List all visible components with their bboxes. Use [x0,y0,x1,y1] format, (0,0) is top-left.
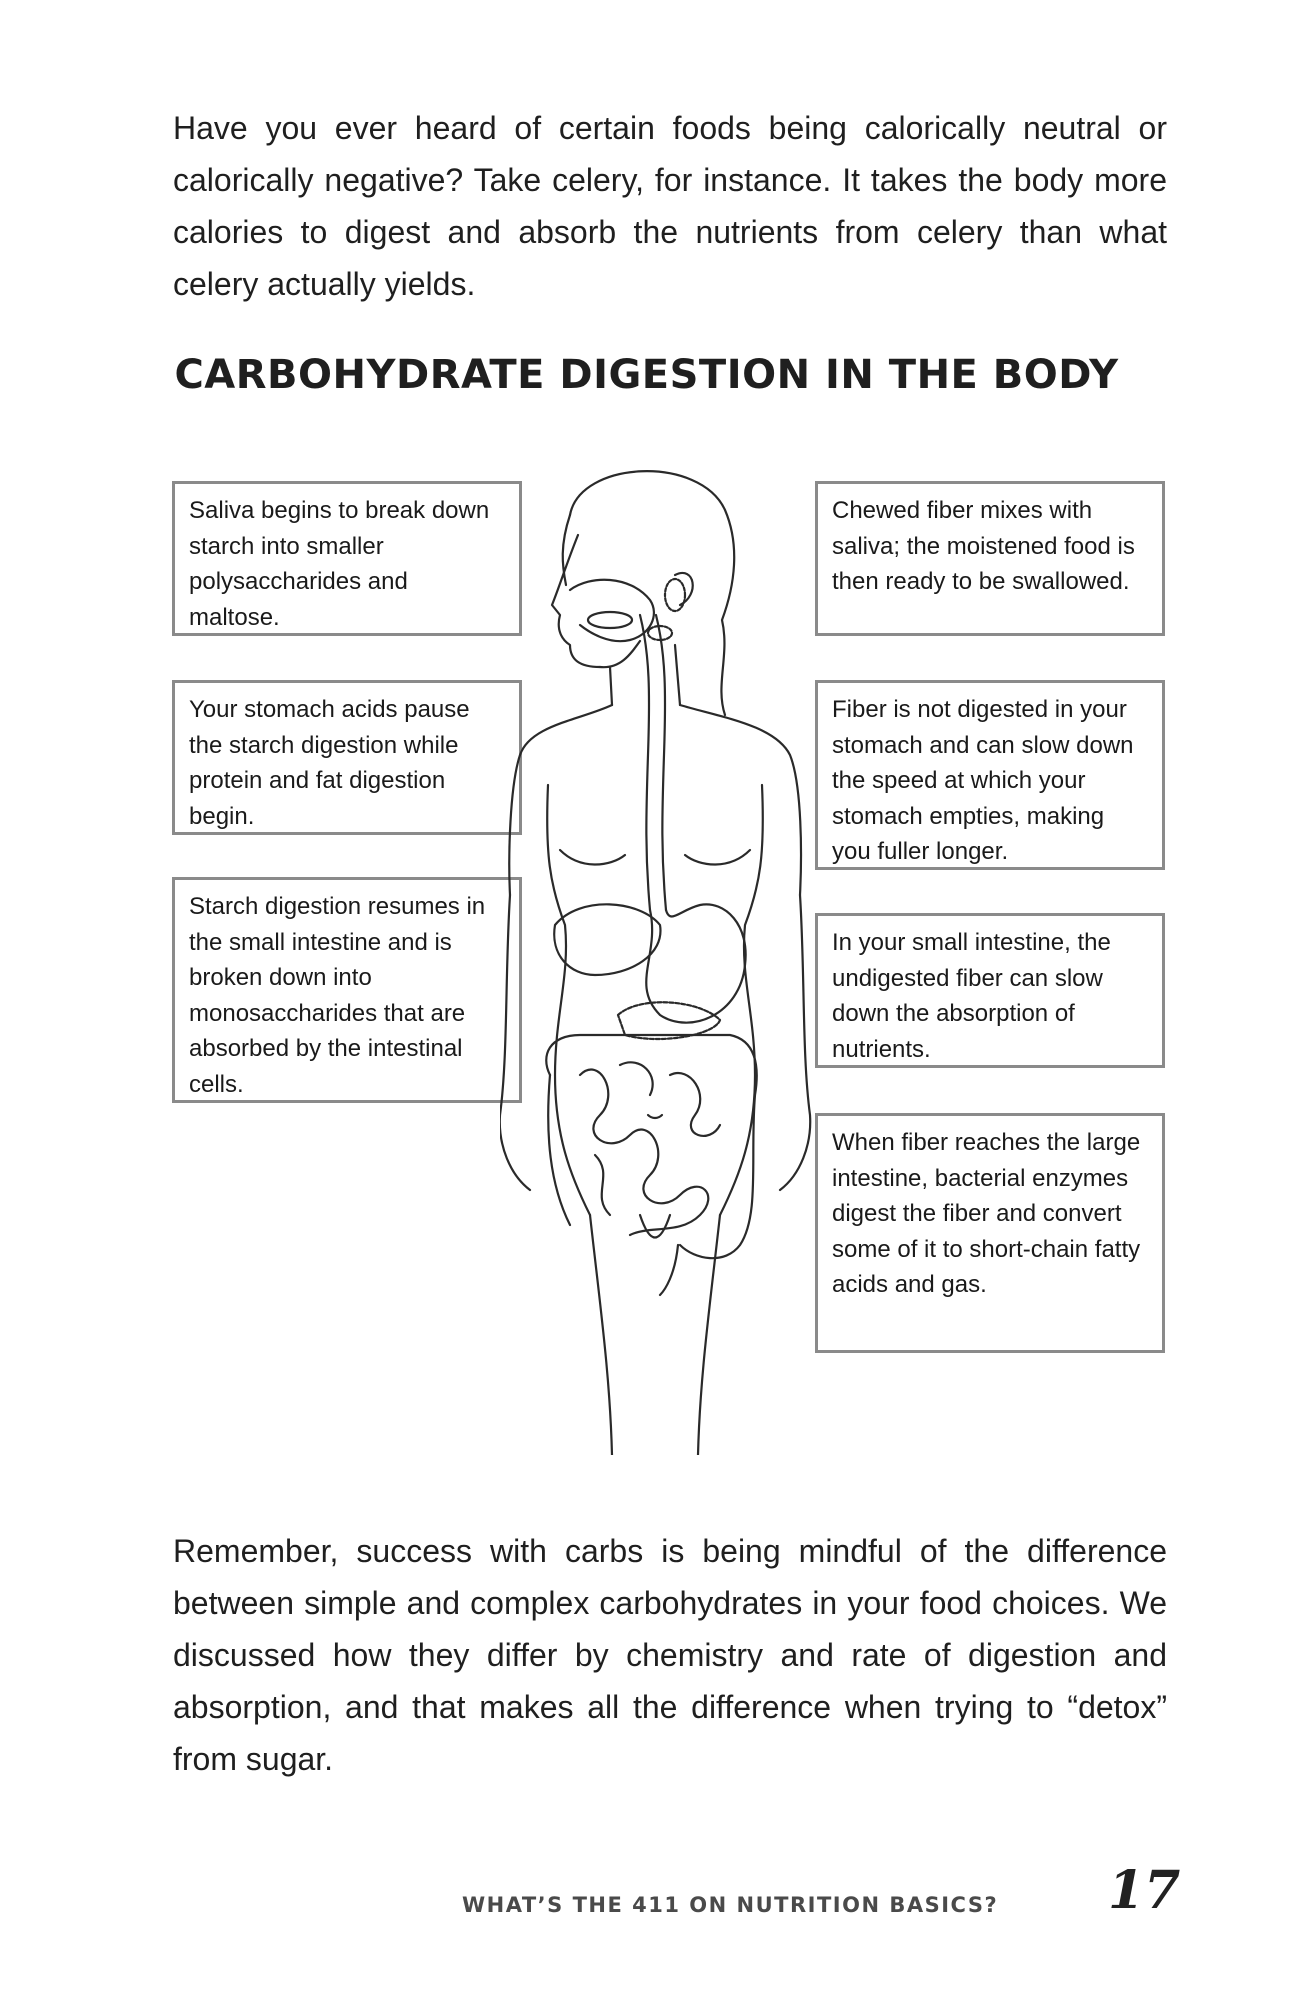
callout-small-intestine-starch: Starch digestion resumes in the small in… [172,877,522,1103]
diagram-title: CARBOHYDRATE DIGESTION IN THE BODY [0,352,1293,398]
body-outline [500,471,810,1455]
digestive-system-illustration [500,455,820,1455]
callout-mouth-starch: Saliva begins to break down starch into … [172,481,522,636]
callout-mouth-fiber: Chewed fiber mixes with saliva; the mois… [815,481,1165,636]
callout-stomach-fiber: Fiber is not digested in your stomach an… [815,680,1165,870]
running-head: WHAT’S THE 411 ON NUTRITION BASICS? [462,1893,998,1917]
page-number: 17 [1108,1860,1180,1921]
intro-paragraph: Have you ever heard of certain foods bei… [173,102,1167,310]
callout-large-intestine-fiber: When fiber reaches the large intestine, … [815,1113,1165,1353]
callout-small-intestine-fiber: In your small intestine, the undigested … [815,913,1165,1068]
callout-stomach-starch: Your stomach acids pause the starch dige… [172,680,522,835]
outro-paragraph: Remember, success with carbs is being mi… [173,1525,1167,1785]
